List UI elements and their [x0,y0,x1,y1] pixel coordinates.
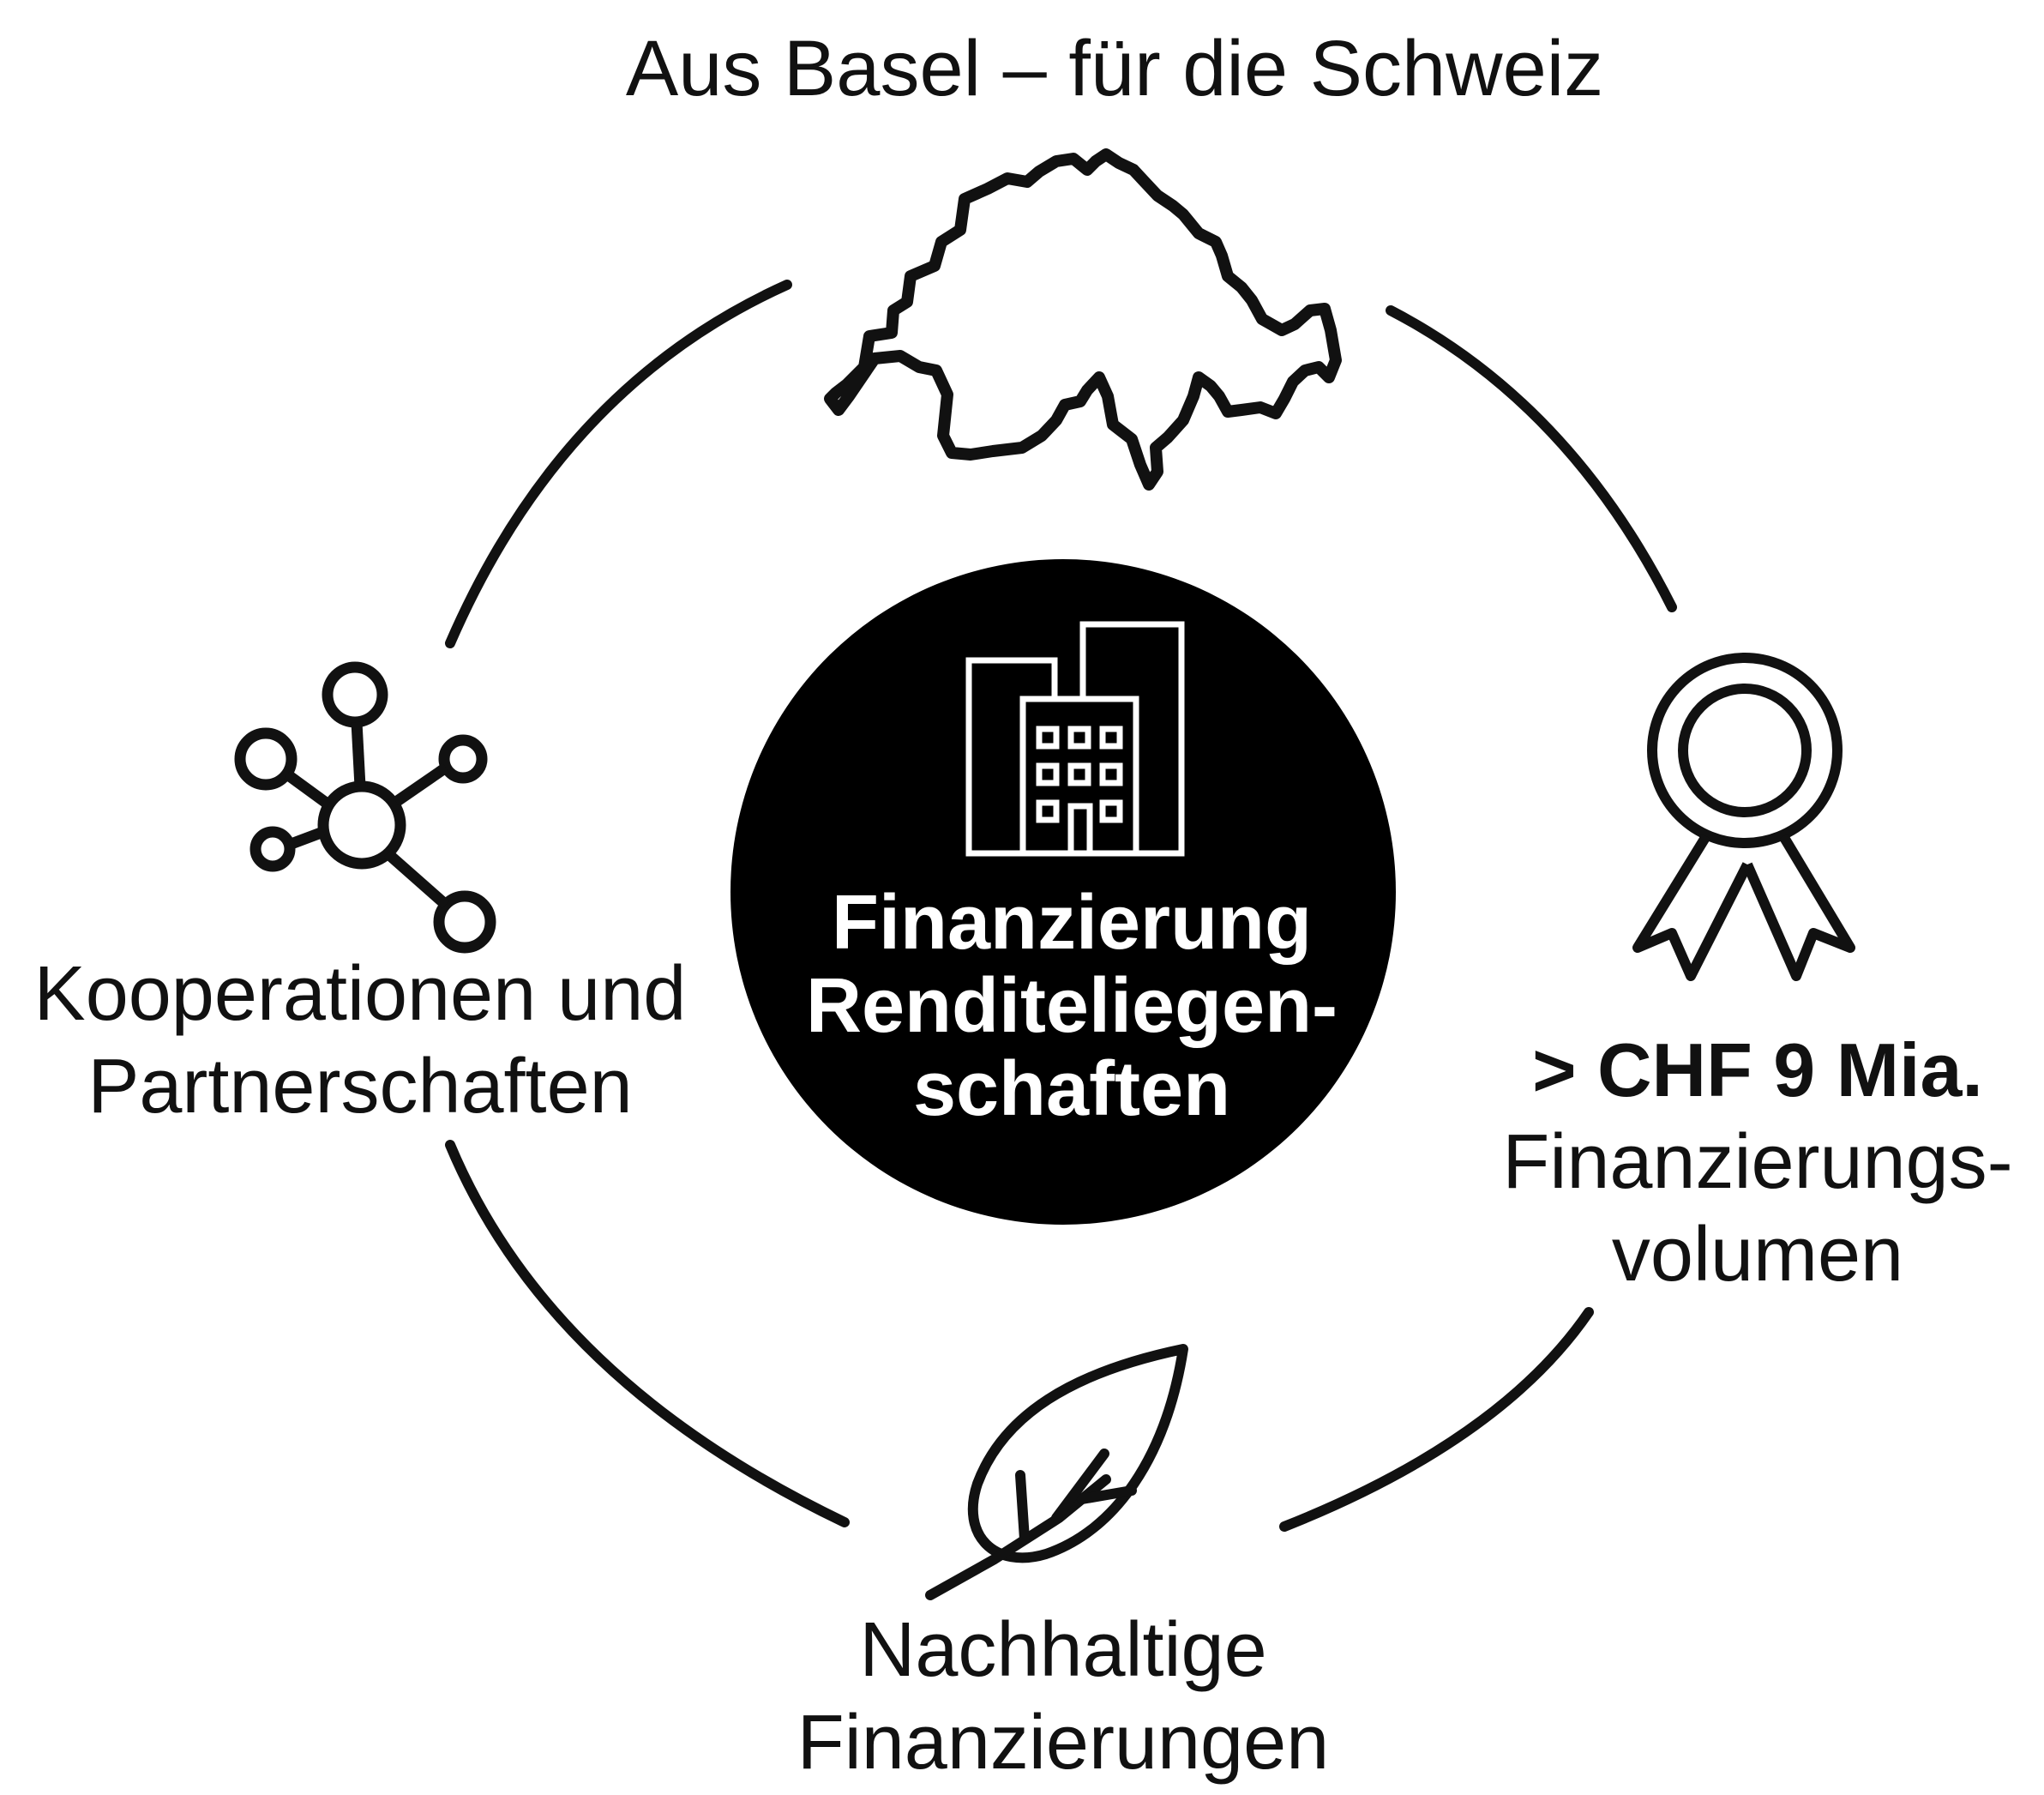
center-label-line-2: Renditeliegen- [805,963,1338,1050]
leaf-icon [925,1344,1188,1600]
ring-arc-bottom-left [445,1140,850,1527]
network-icon [234,661,496,954]
center-label: Finanzierung Renditeliegen- schaften [772,880,1372,1133]
label-bottom: Nachhaltige Finanzierungen [677,1604,1449,1789]
label-left: Kooperationen und Partnerschaften [0,948,720,1133]
label-top: Aus Basel – für die Schweiz [429,21,1801,116]
ring-arc-top-right [1386,305,1677,612]
center-label-line-1: Finanzierung [832,880,1312,966]
label-right-highlight: > CHF 9 Mia. [1532,1027,1983,1112]
label-left-line-1: Kooperationen und [33,951,687,1037]
label-top-text: Aus Basel – für die Schweiz [625,25,1604,112]
building-icon [965,621,1185,857]
award-ribbon-icon [1632,653,1855,981]
label-right: > CHF 9 Mia. Finanzierungs- volumen [1449,1025,2044,1301]
switzerland-map-icon [824,148,1342,491]
label-bottom-line-1: Nachhaltige [859,1607,1267,1693]
label-left-line-2: Partnerschaften [87,1044,633,1129]
center-disc [730,559,1396,1225]
ring-arc-bottom-right [1279,1307,1594,1532]
label-bottom-line-2: Finanzierungen [797,1700,1330,1786]
center-label-line-3: schaften [912,1046,1231,1133]
ring-arc-top-left [445,280,792,648]
label-right-line-1: Finanzierungs- [1502,1118,2013,1205]
label-right-line-2: volumen [1611,1211,1904,1298]
